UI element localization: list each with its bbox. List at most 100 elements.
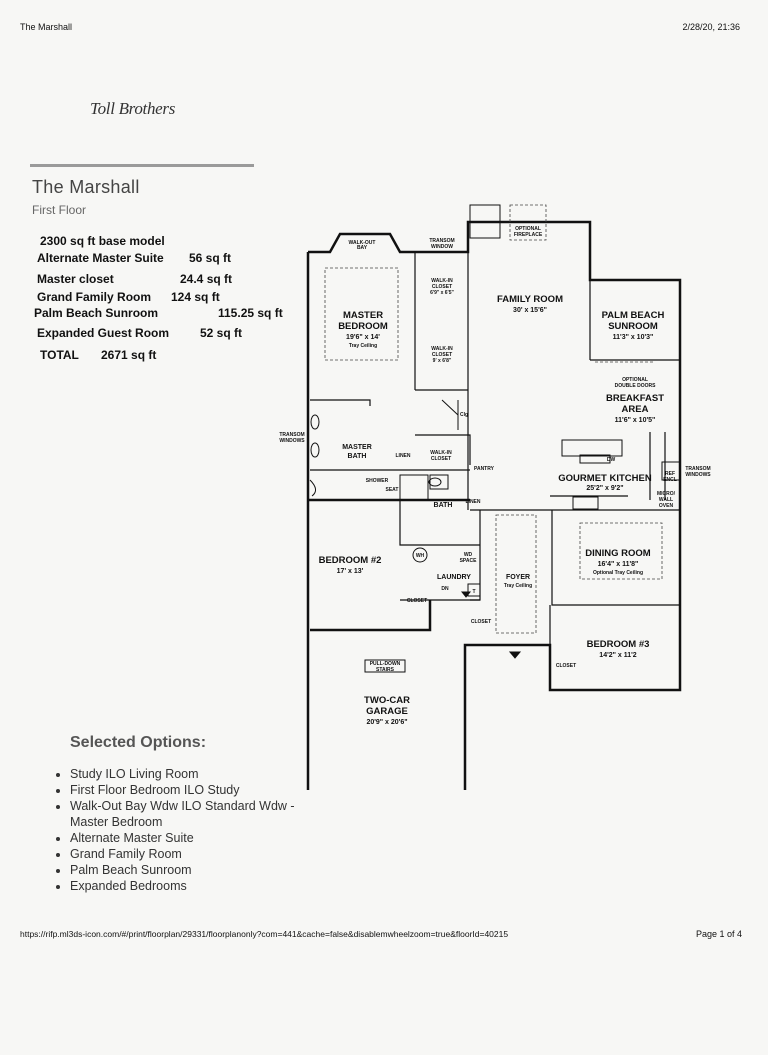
page-subtitle: First Floor	[32, 203, 86, 217]
list-item: Alternate Master Suite	[70, 830, 300, 846]
label-bedroom-2: BEDROOM #2	[319, 555, 382, 566]
label-transom-right: TRANSOM	[685, 466, 710, 472]
label-ref-2: ENCL	[663, 477, 677, 483]
label-master-bath-2: BATH	[348, 453, 367, 460]
label-fireplace: OPTIONAL	[515, 226, 541, 232]
dims-master-bedroom: 19'6" x 14'	[346, 334, 380, 341]
label-walkin-3b: CLOSET	[431, 456, 451, 462]
label-walkin-1: WALK-IN	[431, 278, 453, 284]
floor-plan: MASTER BEDROOM 19'6" x 14' Tray Ceiling …	[279, 204, 711, 790]
label-micro-2: WALL	[659, 497, 673, 503]
label-shower: SHOWER	[366, 478, 389, 484]
label-micro-3: OVEN	[659, 503, 674, 509]
brand-logo: Toll Brothers	[90, 99, 176, 118]
label-foyer: FOYER	[506, 574, 530, 581]
label-pulldown-2: STAIRS	[376, 667, 395, 673]
plan-dashed	[324, 204, 663, 634]
label-pulldown: PULL-DOWN	[370, 661, 401, 667]
options-list: Study ILO Living Room First Floor Bedroo…	[52, 766, 300, 894]
list-item: Palm Beach Sunroom	[70, 862, 300, 878]
label-transom-right-2: WINDOWS	[685, 472, 711, 478]
label-t: T	[472, 589, 475, 595]
dims-sunroom: 11'3" x 10'3"	[613, 334, 654, 341]
header-title: The Marshall	[20, 22, 73, 32]
label-family-room: FAMILY ROOM	[497, 294, 563, 305]
label-wd-2: SPACE	[460, 558, 478, 564]
label-closet-foyer: CLOSET	[471, 619, 491, 625]
page-title: The Marshall	[32, 177, 140, 197]
label-pantry: PANTRY	[474, 466, 495, 472]
dims-walkin-1: 6'9" x 6'5"	[430, 290, 454, 296]
label-breakfast-2: AREA	[622, 404, 649, 415]
label-bath: BATH	[434, 502, 453, 509]
label-walkin-2: WALK-IN	[431, 346, 453, 352]
plan-partitions	[310, 222, 680, 646]
label-double-doors-2: DOUBLE DOORS	[615, 383, 657, 389]
plan-walls	[306, 220, 682, 790]
label-micro: MICRO/	[657, 491, 676, 497]
dims-breakfast: 11'6" x 10'5"	[615, 417, 656, 424]
footer-url: https://rifp.ml3ds-icon.com/#/print/floo…	[20, 929, 509, 939]
dims-bedroom-3: 14'2" x 11'2	[599, 652, 637, 659]
label-walkout-bay: WALK-OUT	[349, 240, 376, 246]
dims-family-room: 30' x 15'6"	[513, 307, 547, 314]
label-kitchen: GOURMET KITCHEN	[558, 473, 652, 484]
label-wh: WH	[416, 553, 425, 559]
note-master-bedroom: Tray Ceiling	[349, 343, 377, 349]
label-walkin-1b: CLOSET	[432, 284, 452, 290]
label-transom-top: TRANSOM	[429, 238, 454, 244]
label-sunroom-2: SUNROOM	[608, 321, 658, 332]
label-linen-1: LINEN	[396, 453, 411, 459]
note-foyer: Tray Ceiling	[504, 583, 532, 589]
list-item: Walk-Out Bay Wdw ILO Standard Wdw - Mast…	[70, 798, 300, 830]
label-wd: WD	[464, 552, 473, 558]
label-master-bedroom: MASTER	[343, 310, 383, 321]
dims-walkin-2: 9' x 6'8"	[433, 358, 452, 364]
list-item: Grand Family Room	[70, 846, 300, 862]
page-number: Page 1 of 4	[695, 929, 742, 939]
label-clg: Clg	[460, 412, 468, 418]
label-dining: DINING ROOM	[585, 548, 651, 559]
dims-kitchen: 25'2" x 9'2"	[586, 485, 623, 492]
label-dn: DN	[441, 586, 449, 592]
label-ref: REF	[665, 471, 675, 477]
label-walkin-3: WALK-IN	[430, 450, 452, 456]
plan-fixtures	[309, 204, 681, 673]
room-labels: MASTER BEDROOM 19'6" x 14' Tray Ceiling …	[319, 294, 665, 726]
label-dw: DW	[607, 457, 616, 463]
label-laundry: LAUNDRY	[437, 574, 471, 581]
divider	[30, 164, 254, 167]
list-item: Study ILO Living Room	[70, 766, 300, 782]
label-bedroom-3: BEDROOM #3	[587, 639, 650, 650]
small-labels: WALK-OUT BAY TRANSOM WINDOW WALK-IN CLOS…	[279, 226, 711, 673]
label-garage: TWO-CAR	[364, 695, 410, 706]
label-transom-top-2: WINDOW	[431, 244, 453, 250]
label-sunroom: PALM BEACH	[602, 310, 665, 321]
options-title: Selected Options:	[70, 734, 207, 751]
dims-bedroom-2: 17' x 13'	[337, 568, 364, 575]
label-garage-2: GARAGE	[366, 706, 408, 717]
label-linen-2: LINEN	[466, 499, 481, 505]
dims-dining: 16'4" x 11'8"	[598, 561, 639, 568]
label-closet-b3: CLOSET	[556, 663, 576, 669]
dims-garage: 20'9" x 20'6"	[366, 719, 407, 726]
list-item: Expanded Bedrooms	[70, 878, 300, 894]
list-item: First Floor Bedroom ILO Study	[70, 782, 300, 798]
label-master-bath: MASTER	[342, 444, 372, 451]
spec-base: 2300 sq ft base model	[40, 234, 165, 248]
label-transom-left-2: WINDOWS	[279, 438, 305, 444]
label-closet-b2: CLOSET	[407, 598, 427, 604]
label-breakfast: BREAKFAST	[606, 393, 664, 404]
label-transom-left: TRANSOM	[279, 432, 304, 438]
label-double-doors: OPTIONAL	[622, 377, 648, 383]
header-timestamp: 2/28/20, 21:36	[682, 22, 740, 32]
label-fireplace-2: FIREPLACE	[514, 232, 543, 238]
label-master-bedroom-2: BEDROOM	[338, 321, 388, 332]
note-dining: Optional Tray Ceiling	[593, 570, 643, 576]
